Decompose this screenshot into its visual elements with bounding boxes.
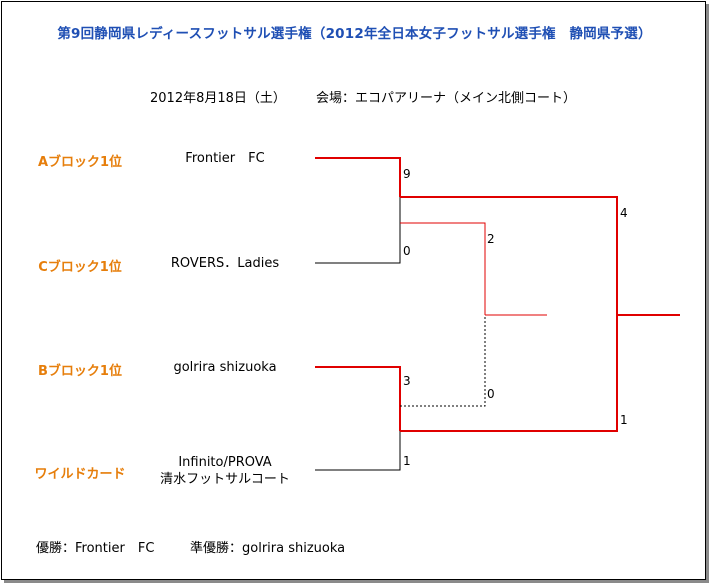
event-venue: 会場：エコパアリーナ（メイン北側コート）	[316, 91, 577, 106]
bracket-line-rovers	[315, 197, 401, 264]
runner-up-result: 準優勝：golrira shizuoka	[190, 541, 346, 556]
bracket-line-final-bottom	[400, 315, 618, 432]
bracket-line-golrira	[315, 366, 401, 431]
bracket-line-infinito	[315, 431, 401, 471]
bracket-line-third-top	[400, 222, 486, 315]
block-label-c: Cブロック1位	[38, 260, 122, 275]
score-semi2-bottom: 1	[403, 454, 411, 468]
bracket-line-third-bottom	[400, 315, 486, 407]
score-third-bottom: 0	[487, 387, 495, 401]
score-final-top: 4	[620, 206, 628, 220]
block-label-a: Aブロック1位	[37, 155, 123, 170]
score-final-bottom: 1	[620, 413, 628, 427]
team-name-rovers: ROVERS．Ladies	[170, 256, 280, 271]
winner-result: 優勝：Frontier FC	[36, 541, 155, 556]
team-name-infinito-line2: 清水フットサルコート	[160, 472, 290, 487]
team-name-golrira: golrira shizuoka	[173, 360, 277, 375]
bracket-line-final-top	[400, 196, 618, 315]
score-third-top: 2	[487, 232, 495, 246]
bracket-line-frontier	[315, 157, 401, 197]
team-name-frontier: Frontier FC	[185, 151, 265, 166]
score-semi1-top: 9	[403, 167, 411, 181]
event-date: 2012年8月18日（土）	[150, 91, 286, 106]
block-label-b: Bブロック1位	[38, 364, 122, 379]
team-name-infinito: Infinito/PROVA	[178, 455, 272, 470]
block-label-wildcard: ワイルドカード	[34, 467, 126, 482]
score-semi1-bottom: 0	[403, 244, 411, 258]
tournament-title: 第9回静岡県レディースフットサル選手権（2012年全日本女子フットサル選手権 静…	[57, 26, 652, 42]
score-semi2-top: 3	[403, 374, 411, 388]
